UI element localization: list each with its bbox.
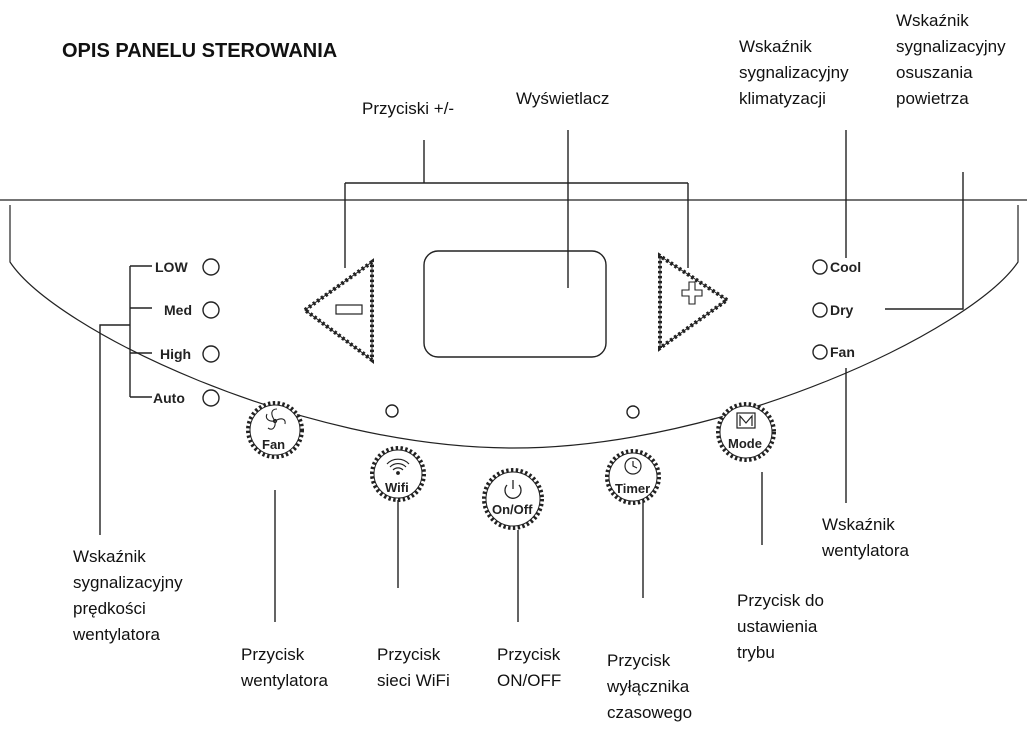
wifi-button-label: Wifi [385,480,409,495]
timer-button-description: Przycisk wyłącznika czasowego [607,651,693,722]
timer-led [626,405,640,419]
speed-indicator-label: Wskaźnik sygnalizacyjny prędkości wentyl… [73,547,183,644]
speed-led-med [202,301,220,319]
mode-button-description: Przycisk do ustawienia trybu [737,591,824,662]
timer-button[interactable]: Timer [605,449,661,505]
speed-label-high: High [160,346,191,362]
mode-label-dry: Dry [830,302,854,318]
mode-button[interactable]: Mode [716,402,776,462]
page-title: OPIS PANELU STEROWANIA [62,40,338,62]
speed-label-low: LOW [155,259,188,275]
mode-icon [736,412,756,429]
panel-outline [9,205,1019,449]
plus-minus-leader [344,140,689,268]
speed-led-low [202,258,220,276]
mode-led-dry [812,302,828,318]
wifi-button[interactable]: Wifi [370,446,426,502]
fan-button[interactable]: Fan [246,401,304,459]
display-label: Wyświetlacz [516,89,610,108]
wifi-button-description: Przycisk sieci WiFi [377,645,450,690]
timer-button-label: Timer [615,481,650,496]
plus-icon [681,281,703,305]
minus-button[interactable] [301,258,374,364]
clock-icon [624,457,642,475]
mode-led-cool [812,259,828,275]
onoff-button[interactable]: On/Off [482,468,544,530]
plus-minus-label: Przyciski +/- [362,99,455,118]
cool-indicator-label: Wskaźnik sygnalizacyjny klimatyzacji [739,37,849,108]
fan-button-label: Fan [262,437,285,452]
fan-icon [265,408,286,430]
speed-label-med: Med [164,302,192,318]
dry-indicator-label: Wskaźnik sygnalizacyjny osuszania powiet… [896,11,1006,108]
mode-label-fan: Fan [830,344,855,360]
power-icon [504,480,522,499]
speed-indicator-leader [99,265,152,535]
mode-button-label: Mode [728,436,762,451]
plus-button[interactable] [658,252,731,352]
fan-button-description: Przycisk wentylatora [241,645,328,690]
wifi-icon [386,458,410,475]
dry-indicator-leader [885,172,964,310]
speed-led-auto [202,389,220,407]
speed-led-high [202,345,220,363]
mode-led-fan [812,344,828,360]
display-screen [423,250,607,358]
speed-label-auto: Auto [153,390,185,406]
onoff-button-label: On/Off [492,502,533,517]
minus-icon [335,304,363,315]
onoff-button-description: Przycisk ON/OFF [497,645,562,690]
mode-label-cool: Cool [830,259,861,275]
wifi-led [385,404,399,418]
fan-indicator-description: Wskaźnik wentylatora [822,515,909,560]
